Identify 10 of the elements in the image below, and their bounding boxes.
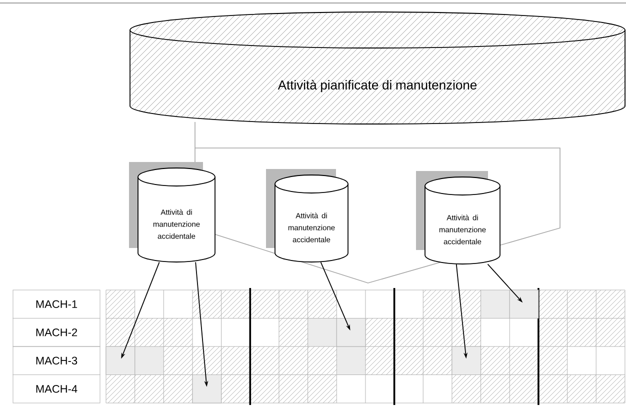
row-label: MACH-3 bbox=[12, 346, 100, 375]
schedule-cell bbox=[509, 290, 539, 318]
schedule-cell bbox=[106, 346, 136, 375]
schedule-cell bbox=[452, 346, 482, 375]
schedule-cell bbox=[192, 374, 222, 404]
row-label: MACH-4 bbox=[12, 374, 100, 404]
storage-cylinder: Attività pianificate di manutenzione bbox=[130, 12, 626, 124]
schedule-cell bbox=[336, 318, 366, 347]
row-label: MACH-2 bbox=[12, 318, 100, 347]
row-label: MACH-1 bbox=[12, 290, 100, 318]
